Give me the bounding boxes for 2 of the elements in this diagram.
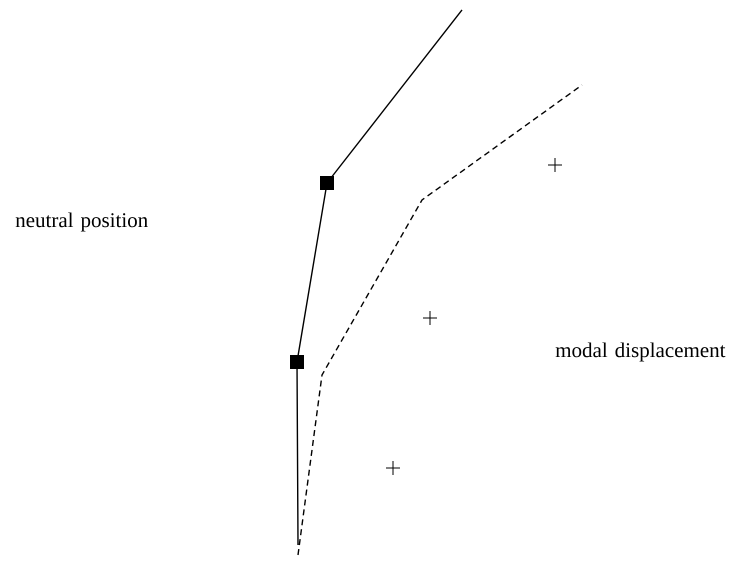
text-label: modal displacement [556,342,726,362]
text-label: neutral position [16,212,148,232]
